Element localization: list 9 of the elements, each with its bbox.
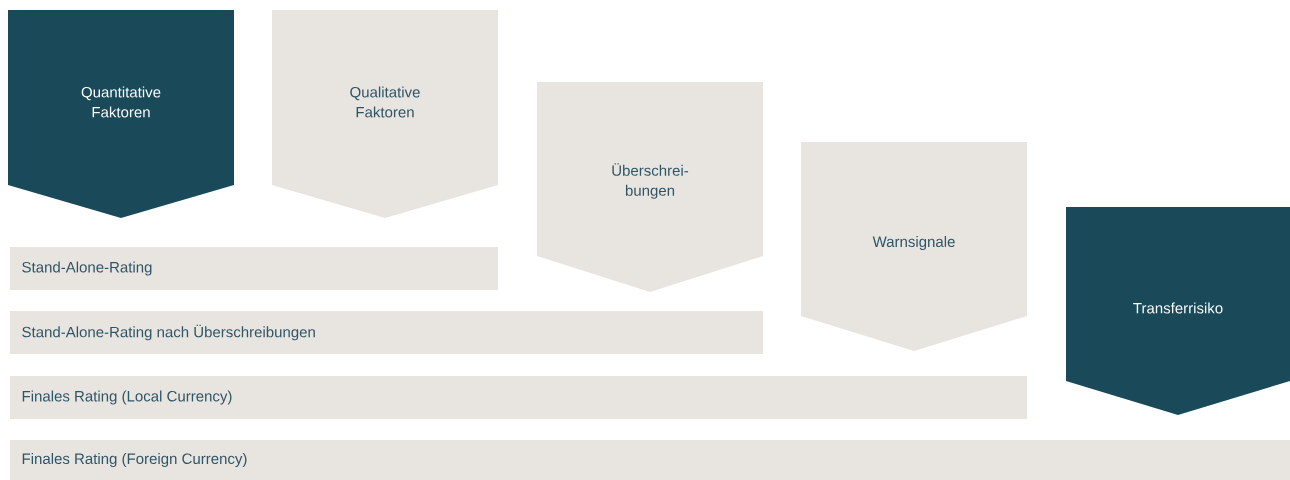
arrow-box: Qualitative Faktoren — [272, 10, 498, 218]
rating-bar: Finales Rating (Foreign Currency) — [10, 440, 1290, 480]
rating-bar: Finales Rating (Local Currency) — [10, 376, 1027, 419]
rating-bar: Stand-Alone-Rating — [10, 247, 498, 290]
arrow-box: Quantitative Faktoren — [8, 10, 234, 218]
arrow-box: Warnsignale — [801, 142, 1027, 351]
arrow-box: Transferrisiko — [1066, 207, 1290, 415]
rating-bar: Stand-Alone-Rating nach Überschreibungen — [10, 311, 763, 354]
arrow-box: Überschrei-bungen — [537, 82, 763, 292]
